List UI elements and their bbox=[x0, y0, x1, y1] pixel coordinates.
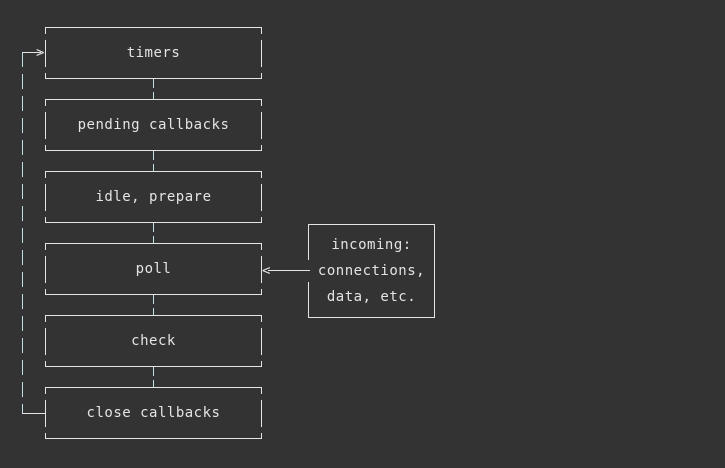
phase-box-pending-callbacks[interactable]: pending callbacks bbox=[45, 99, 262, 151]
phase-box-close-callbacks[interactable]: close callbacks bbox=[45, 387, 262, 439]
box-corner-notch bbox=[261, 283, 262, 289]
box-corner-notch bbox=[45, 67, 46, 73]
box-corner-notch bbox=[45, 139, 46, 145]
box-corner-notch bbox=[45, 283, 46, 289]
connector-poll-to-check bbox=[153, 295, 154, 315]
loop-back-top-segment bbox=[22, 52, 41, 53]
incoming-note-line-1: incoming: bbox=[331, 237, 412, 253]
loop-back-vertical-line bbox=[22, 52, 23, 414]
incoming-arrow-shaft bbox=[268, 270, 310, 271]
incoming-note-line-3: data, etc. bbox=[326, 289, 417, 305]
incoming-note-box[interactable]: incoming: connections, data, etc. bbox=[308, 224, 435, 318]
phase-label-poll: poll bbox=[135, 261, 172, 277]
phase-box-poll[interactable]: poll bbox=[45, 243, 262, 295]
connector-timers-to-pending bbox=[153, 79, 154, 99]
connector-pending-to-idle bbox=[153, 151, 154, 171]
loop-back-bottom-segment bbox=[22, 413, 46, 414]
box-corner-notch bbox=[45, 211, 46, 217]
box-corner-notch bbox=[45, 427, 46, 433]
incoming-note-line-2: connections, bbox=[317, 263, 426, 279]
phase-box-check[interactable]: check bbox=[45, 315, 262, 367]
phase-label-close-callbacks: close callbacks bbox=[86, 405, 221, 421]
box-corner-notch bbox=[45, 355, 46, 361]
phase-label-timers: timers bbox=[126, 45, 181, 61]
box-corner-notch bbox=[308, 260, 309, 282]
box-corner-notch bbox=[261, 139, 262, 145]
incoming-arrow-head: < bbox=[262, 263, 271, 279]
phase-box-timers[interactable]: timers bbox=[45, 27, 262, 79]
phase-label-check: check bbox=[131, 333, 176, 349]
box-corner-notch bbox=[261, 67, 262, 73]
connector-check-to-close bbox=[153, 367, 154, 387]
connector-idle-to-poll bbox=[153, 223, 154, 243]
box-corner-notch bbox=[261, 427, 262, 433]
box-corner-notch bbox=[261, 211, 262, 217]
phase-box-idle-prepare[interactable]: idle, prepare bbox=[45, 171, 262, 223]
loop-back-arrow-head: > bbox=[36, 45, 45, 61]
box-corner-notch bbox=[261, 355, 262, 361]
phase-label-idle-prepare: idle, prepare bbox=[95, 189, 212, 205]
phase-label-pending-callbacks: pending callbacks bbox=[77, 117, 230, 133]
